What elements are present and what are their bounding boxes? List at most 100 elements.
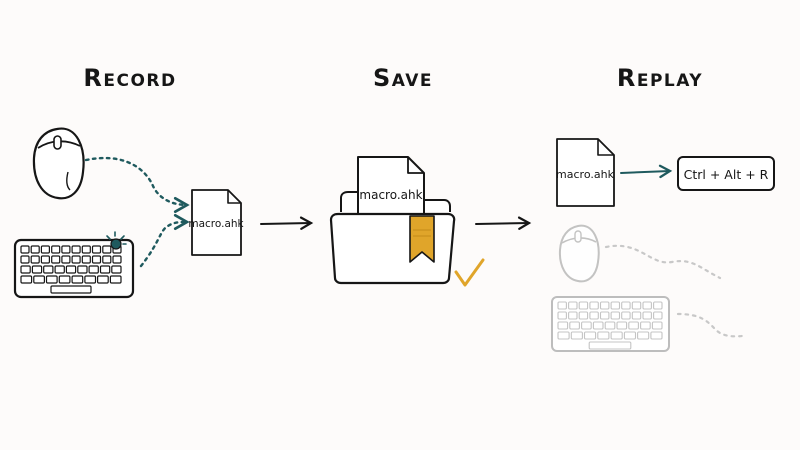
keyboard-key xyxy=(604,321,616,330)
save-file-name: macro.ahk xyxy=(359,188,422,202)
keyboard-key xyxy=(96,275,109,284)
replay-file-icon: macro.ahk xyxy=(556,138,615,207)
keyboard-key xyxy=(653,311,663,320)
keyboard-key xyxy=(51,255,61,264)
keyboard-key xyxy=(43,265,54,274)
step-title-replay: Replay xyxy=(616,64,704,92)
faded-keyboard-icon xyxy=(551,296,670,352)
record-file-icon: macro.ahk xyxy=(188,189,245,256)
keyboard-key xyxy=(650,331,663,340)
keyboard-key xyxy=(102,245,112,254)
keyboard-key xyxy=(61,245,71,254)
keyboard-key xyxy=(111,265,122,274)
keyboard-key xyxy=(628,321,639,330)
keyboard-key xyxy=(77,265,88,274)
keyboard-key xyxy=(91,245,102,254)
keyboard-key xyxy=(51,245,61,254)
keyboard-key xyxy=(578,301,589,310)
step-title-record: Record xyxy=(83,64,177,92)
recording-indicator-icon xyxy=(106,231,127,250)
faded-keyboard-dotted-path xyxy=(676,312,744,338)
keyboard-key xyxy=(45,275,58,284)
keyboard-key xyxy=(30,245,40,254)
bookmark-icon xyxy=(409,215,435,263)
keyboard-key xyxy=(58,275,71,284)
keyboard-key xyxy=(610,301,621,310)
keyboard-key xyxy=(81,245,91,254)
keyboard-key xyxy=(112,255,122,264)
keyboard-key xyxy=(557,321,569,330)
keyboard-key xyxy=(631,301,642,310)
keyboard-key xyxy=(581,321,592,330)
shortcut-key-box: Ctrl + Alt + R xyxy=(677,156,775,191)
keyboard-key xyxy=(54,265,65,274)
keyboard-key xyxy=(621,301,631,310)
keyboard-key xyxy=(599,301,610,310)
keyboard-key xyxy=(557,311,567,320)
keyboard-key xyxy=(91,255,102,264)
keyboard-key xyxy=(557,301,567,310)
keyboard-key xyxy=(597,331,610,340)
faded-mouse-icon xyxy=(558,224,600,283)
keyboard-key xyxy=(30,255,40,264)
step-title-save: Save xyxy=(372,64,434,92)
record-to-save-arrow xyxy=(260,216,314,230)
replay-file-name: macro.ahk xyxy=(556,168,615,181)
faded-mouse-dotted-path xyxy=(604,244,722,280)
keyboard-key xyxy=(583,331,597,340)
keyboard-key xyxy=(610,331,623,340)
keyboard-key xyxy=(610,311,621,320)
keyboard-key xyxy=(640,321,651,330)
keyboard-key xyxy=(88,265,99,274)
keyboard-key xyxy=(568,301,578,310)
keyboard-key xyxy=(33,275,45,284)
keyboard-icon xyxy=(13,238,135,299)
keyboard-key xyxy=(651,321,663,330)
keyboard-key xyxy=(20,265,31,274)
keyboard-key xyxy=(568,311,578,320)
keyboard-key xyxy=(20,255,30,264)
shortcut-label: Ctrl + Alt + R xyxy=(684,167,769,182)
keyboard-key xyxy=(631,311,642,320)
keyboard-key xyxy=(81,255,91,264)
keyboard-key xyxy=(71,275,84,284)
keyboard-key xyxy=(589,311,599,320)
keyboard-key xyxy=(623,331,637,340)
keyboard-spacebar xyxy=(588,341,632,350)
keyboard-key xyxy=(84,275,97,284)
keyboard-key xyxy=(653,301,663,310)
keyboard-spacebar xyxy=(50,285,92,294)
keyboard-key xyxy=(570,331,583,340)
keyboard-key xyxy=(616,321,628,330)
keyboard-key xyxy=(109,275,122,284)
keyboard-key xyxy=(65,265,77,274)
mouse-to-file-dotted-arrow xyxy=(84,156,190,214)
checkmark-icon xyxy=(454,258,485,287)
keyboard-key xyxy=(102,255,112,264)
keyboard-key xyxy=(20,245,30,254)
keyboard-key xyxy=(621,311,631,320)
keyboard-key xyxy=(40,255,51,264)
keyboard-key xyxy=(71,245,81,254)
file-to-shortcut-arrow xyxy=(620,164,673,179)
keyboard-key xyxy=(599,311,610,320)
keyboard-key xyxy=(578,311,589,320)
keyboard-key xyxy=(99,265,111,274)
keyboard-key xyxy=(589,301,599,310)
keyboard-key xyxy=(637,331,650,340)
keyboard-key xyxy=(71,255,81,264)
keyboard-key xyxy=(557,331,570,340)
folder-front-icon xyxy=(329,212,456,285)
keyboard-key xyxy=(61,255,71,264)
keyboard-key xyxy=(642,301,652,310)
mouse-icon xyxy=(32,127,85,200)
save-to-replay-arrow xyxy=(475,216,532,230)
record-file-name: macro.ahk xyxy=(188,218,244,230)
keyboard-key xyxy=(40,245,51,254)
keyboard-key xyxy=(642,311,652,320)
keyboard-to-file-dotted-arrow xyxy=(139,213,190,268)
keyboard-key xyxy=(592,321,604,330)
keyboard-key xyxy=(569,321,580,330)
